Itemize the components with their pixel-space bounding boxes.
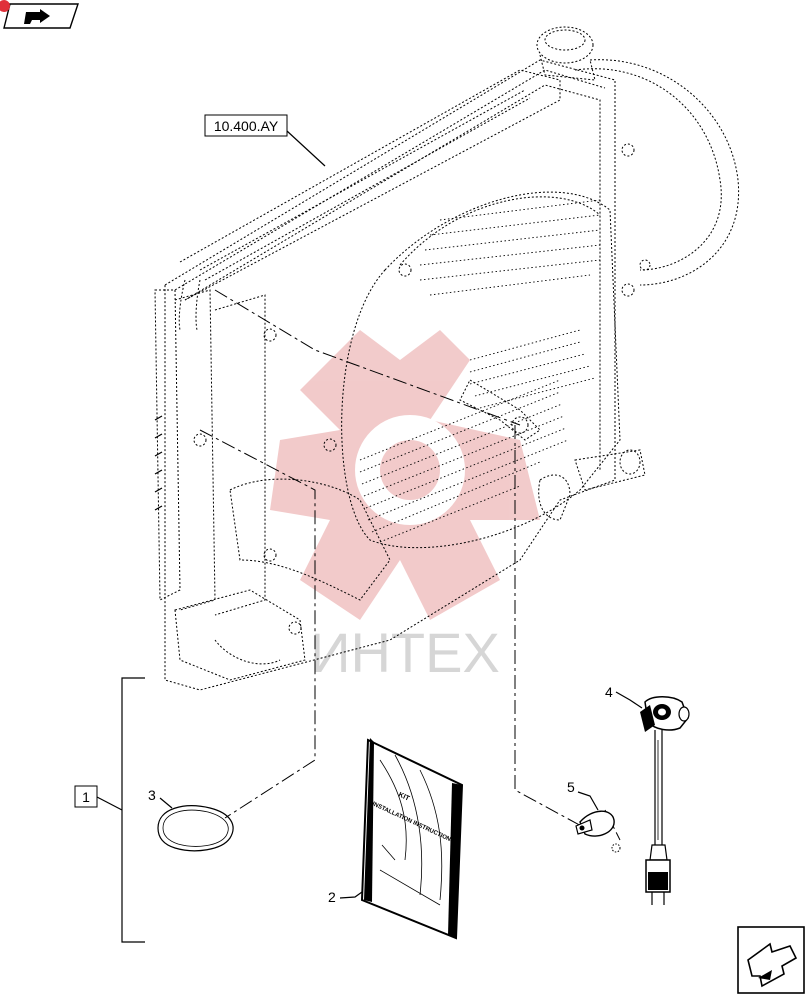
callout-2[interactable]: 2 [328,889,363,905]
next-page-nav[interactable] [737,926,805,994]
svg-text:5: 5 [567,779,575,795]
back-arrow-icon [24,9,50,24]
callout-4[interactable]: 4 [605,684,643,709]
watermark-logo [270,330,540,620]
radiator-assembly [154,26,740,691]
forward-arrow-icon [747,942,798,988]
corner-badge-icon [0,0,10,12]
hose-clip[interactable] [575,810,621,853]
manual-title-line-1: KIT [397,791,411,802]
svg-text:1: 1 [82,789,90,805]
previous-page-nav[interactable] [3,3,79,29]
callout-3[interactable]: 3 [148,787,173,809]
svg-text:4: 4 [605,684,613,700]
svg-text:3: 3 [148,787,156,803]
kit-callout[interactable]: 1 [74,785,98,808]
heater-sensor[interactable] [640,696,690,905]
manual-booklet[interactable]: KIT INSTALLATION INSTRUCTIONS [360,738,464,940]
kit-bracket [96,677,145,943]
reference-callout[interactable]: 10.400.AY [204,114,326,167]
gasket-ring[interactable] [157,805,234,852]
svg-text:10.400.AY: 10.400.AY [214,118,279,134]
callout-5[interactable]: 5 [567,779,599,811]
svg-text:2: 2 [328,889,336,905]
